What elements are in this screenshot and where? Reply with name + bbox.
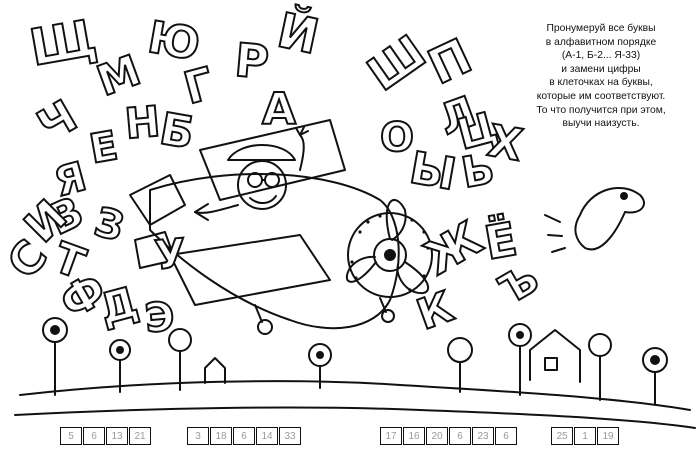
instruction-line: которые им соответствуют. — [536, 90, 666, 102]
answer-cell[interactable]: 6 — [449, 427, 471, 445]
instruction-line: в клеточках на буквы, — [549, 77, 653, 89]
letter: Н — [122, 96, 163, 150]
answer-word-2: 3 18 6 14 33 — [187, 427, 302, 445]
answer-cell[interactable]: 3 — [187, 427, 209, 445]
instruction-line: То что получится при этом, — [536, 104, 666, 116]
instruction-line: (А-1, Б-2... Я-33) — [561, 50, 641, 62]
answer-cell[interactable]: 33 — [279, 427, 301, 445]
answer-cell[interactable]: 19 — [597, 427, 619, 445]
letter: Р — [232, 32, 272, 91]
answer-cell[interactable]: 17 — [380, 427, 402, 445]
answer-cell[interactable]: 23 — [472, 427, 494, 445]
instructions-text: Пронумеруй все буквы в алфавитном порядк… — [505, 22, 697, 131]
answer-cell[interactable]: 6 — [233, 427, 255, 445]
letter: Э — [142, 293, 177, 343]
letter: Щ — [24, 8, 101, 79]
answer-word-4: 25 1 19 — [551, 427, 620, 445]
answer-cell[interactable]: 25 — [551, 427, 573, 445]
answer-cell[interactable]: 21 — [129, 427, 151, 445]
instruction-line: выучи наизусть. — [562, 118, 640, 130]
letter: О — [379, 115, 415, 161]
answer-word-1: 5 6 13 21 — [60, 427, 152, 445]
answer-cell[interactable]: 5 — [60, 427, 82, 445]
instruction-line: Пронумеруй все буквы — [546, 23, 656, 34]
answer-cell[interactable]: 1 — [574, 427, 596, 445]
answer-cell[interactable]: 18 — [210, 427, 232, 445]
letter: У — [152, 230, 189, 281]
letter: А — [261, 84, 297, 135]
answer-cell[interactable]: 14 — [256, 427, 278, 445]
instruction-line: в алфавитном порядке — [545, 36, 657, 48]
answer-cell[interactable]: 16 — [403, 427, 425, 445]
answer-cell[interactable]: 13 — [106, 427, 128, 445]
letter: Ы — [405, 141, 461, 201]
answer-word-3: 17 16 20 6 23 6 — [380, 427, 518, 445]
answer-cell[interactable]: 6 — [83, 427, 105, 445]
answer-cell[interactable]: 20 — [426, 427, 448, 445]
answer-cell[interactable]: 6 — [495, 427, 517, 445]
instruction-line: и замени цифры — [561, 63, 641, 75]
